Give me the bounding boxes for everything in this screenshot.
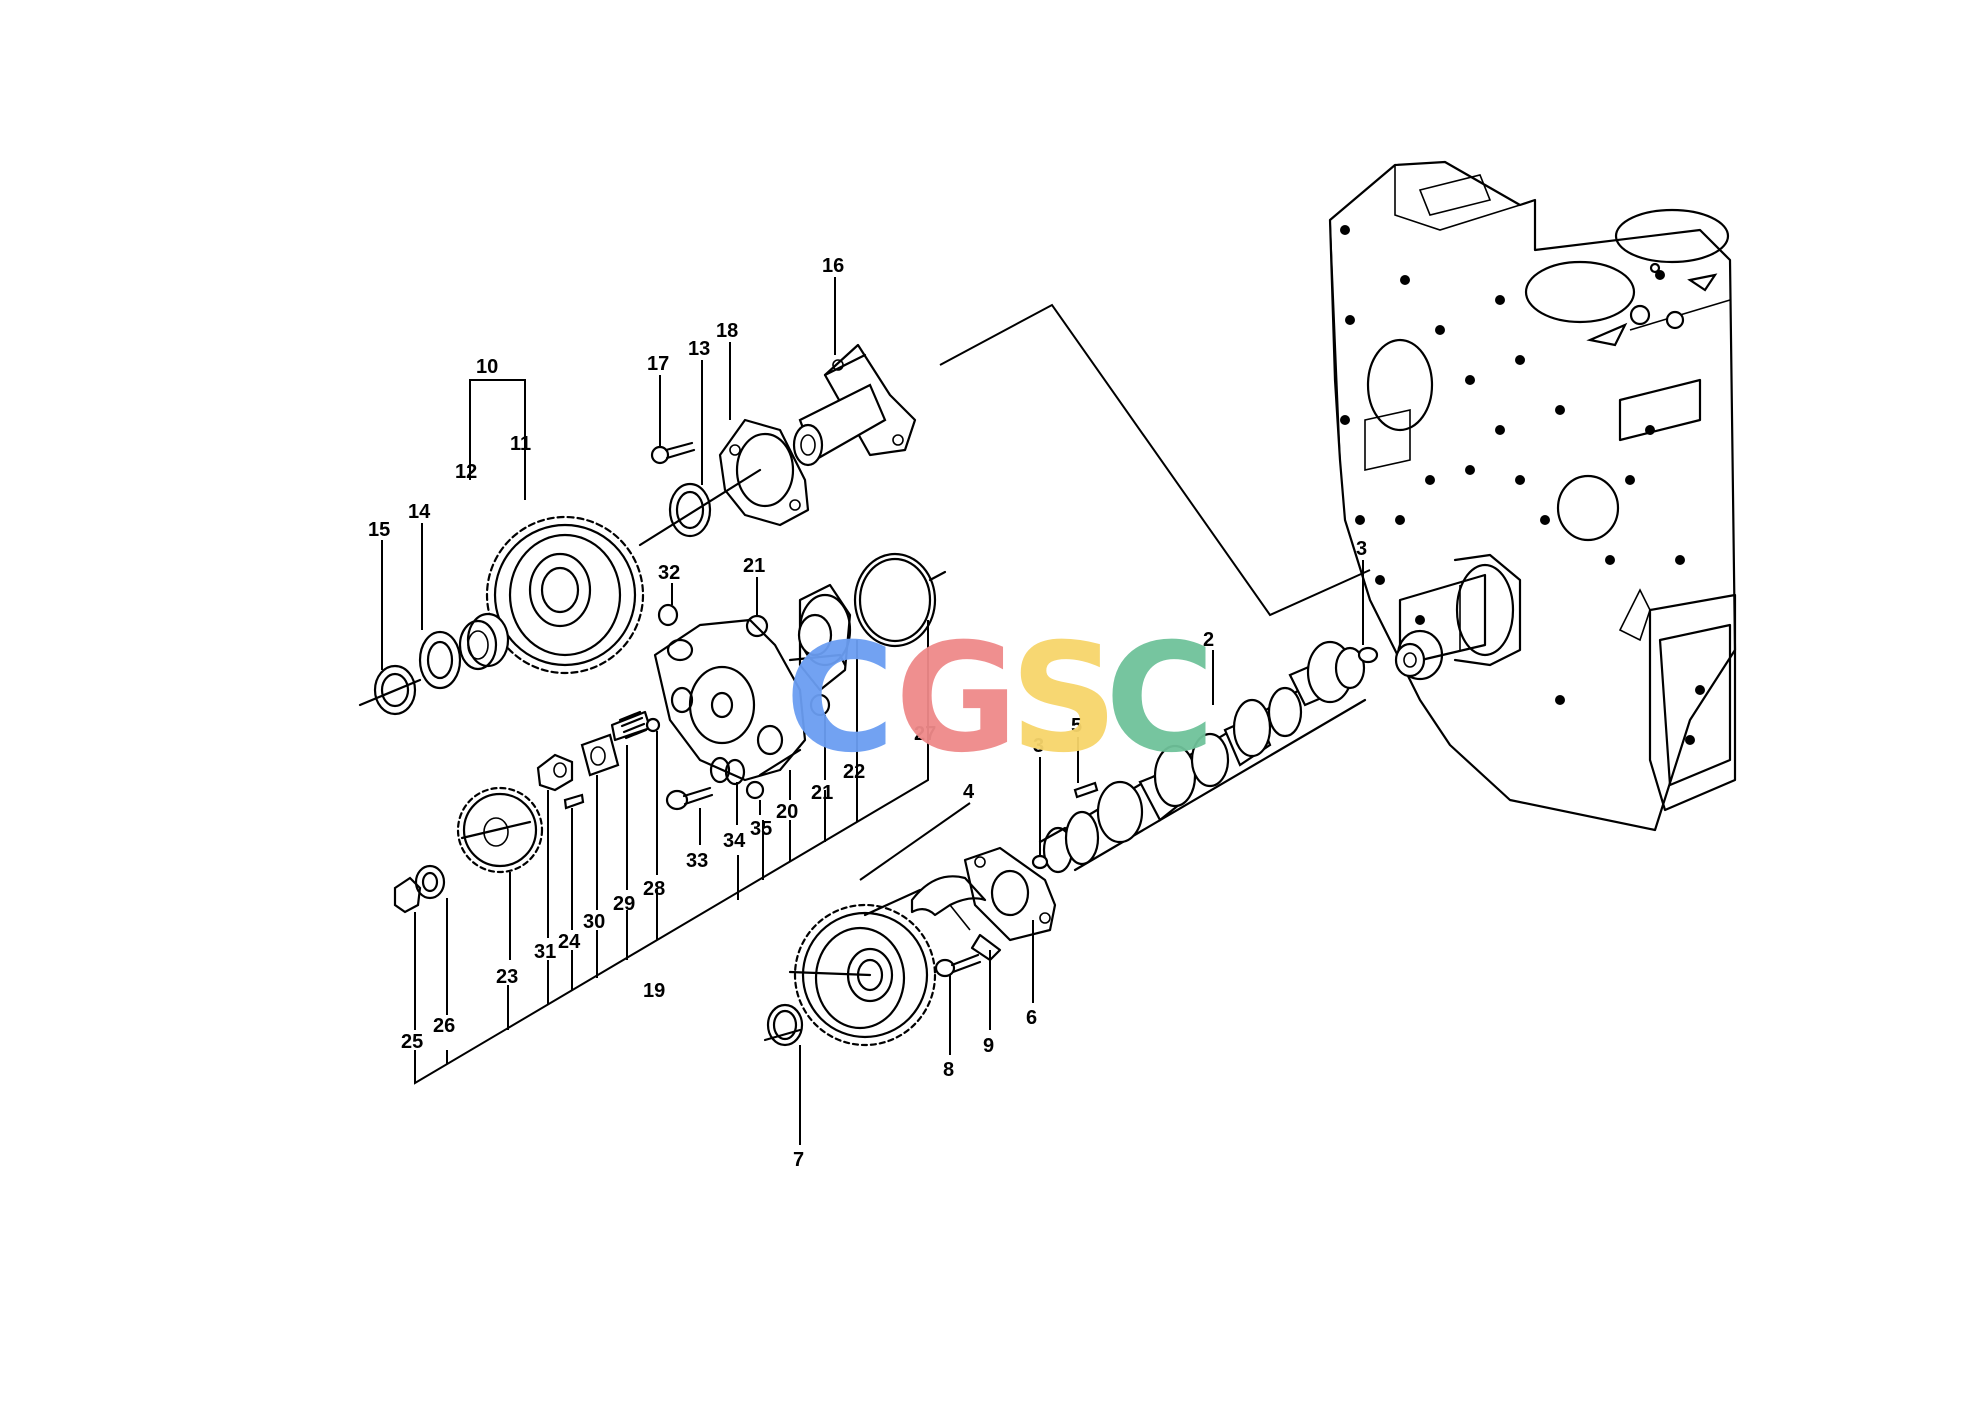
- idler-bushing-12: [458, 612, 510, 671]
- callout-17: 17: [647, 353, 669, 375]
- o-ring-large-22: [853, 552, 947, 648]
- o-ring-13: [668, 482, 712, 538]
- circlip-15: [358, 664, 422, 716]
- bolt-8: [934, 953, 982, 978]
- circlip-7: [763, 1003, 804, 1047]
- callout-27: 27: [914, 723, 936, 745]
- watermark-letter-4: C: [1105, 612, 1215, 786]
- callout-11: 11: [510, 433, 531, 455]
- callout-7: 7: [793, 1149, 804, 1171]
- idler-gear: [485, 468, 762, 675]
- callout-13: 13: [688, 338, 710, 360]
- callout-20: 20: [776, 801, 798, 823]
- callout-9: 9: [983, 1035, 994, 1057]
- camshaft-bearing-boss: [1394, 553, 1522, 681]
- watermark: C G S C: [785, 612, 1215, 786]
- callout-29: 29: [613, 893, 635, 915]
- callout-16: 16: [822, 255, 844, 277]
- woodruff-key-5: [1073, 781, 1099, 799]
- callout-8: 8: [943, 1059, 954, 1081]
- callout-6: 6: [1026, 1007, 1037, 1029]
- plug-35: [745, 780, 765, 800]
- callout-26: 26: [433, 1015, 455, 1037]
- bolt-33: [665, 786, 714, 811]
- callout-18: 18: [716, 320, 738, 342]
- relief-valve-body-30: [580, 733, 620, 777]
- dowel-pin-3-left: [1031, 854, 1049, 870]
- callout-19: 19: [643, 980, 665, 1002]
- relief-valve-plug-31: [536, 753, 574, 792]
- callout-33: 33: [686, 850, 708, 872]
- callout-3-right: 3: [1356, 538, 1367, 560]
- thrust-washer-14: [418, 630, 462, 690]
- engine-block: [1328, 160, 1737, 832]
- washer-26: [414, 864, 446, 900]
- callout-32: 32: [658, 562, 680, 584]
- o-ring-21-bottom: [809, 693, 831, 717]
- callout-21-bottom: 21: [811, 782, 833, 804]
- camshaft: [1038, 640, 1367, 874]
- callout-25: 25: [401, 1031, 423, 1053]
- callout-15: 15: [368, 519, 390, 541]
- callout-10: 10: [476, 356, 498, 378]
- callout-30: 30: [583, 911, 605, 933]
- washer-34: [709, 756, 746, 786]
- watermark-letter-3: S: [1010, 612, 1118, 786]
- idler-shaft: [792, 343, 917, 467]
- callout-labels: 2 3 3 4 5 6 7 8 9 10 11 12 13 14 15 16 1…: [368, 255, 1367, 1171]
- callout-28: 28: [643, 878, 665, 900]
- callout-2: 2: [1203, 629, 1214, 651]
- nut-25: [393, 876, 422, 914]
- engine-block-bolt-holes: [1340, 225, 1705, 745]
- key-24: [563, 793, 585, 810]
- watermark-letter-2: G: [895, 612, 1018, 786]
- callout-31: 31: [534, 941, 556, 963]
- plug-32: [657, 603, 679, 627]
- bolt-17: [650, 441, 696, 465]
- watermark-letter-1: C: [785, 612, 895, 786]
- callout-14: 14: [408, 501, 431, 523]
- oil-pump-rotor: [788, 583, 852, 692]
- callout-4: 4: [963, 781, 975, 803]
- callout-21-top: 21: [743, 555, 765, 577]
- dowel-pin-3-right: [1357, 646, 1379, 664]
- relief-valve-ball-28: [645, 717, 661, 733]
- callout-24: 24: [558, 931, 581, 953]
- callout-22: 22: [843, 761, 865, 783]
- callout-34: 34: [723, 830, 746, 852]
- relief-valve-spring-29: [610, 710, 652, 742]
- callout-3-left: 3: [1033, 735, 1044, 757]
- oil-pump-housing: [653, 618, 807, 782]
- gasket-18: [718, 418, 810, 527]
- callout-35: 35: [750, 818, 772, 840]
- callout-5: 5: [1071, 715, 1082, 737]
- callout-23: 23: [496, 966, 518, 988]
- camshaft-gear: [788, 888, 937, 1047]
- callout-12: 12: [455, 461, 477, 483]
- leader-lines: [381, 277, 1371, 1145]
- oil-pump-gear: [456, 786, 544, 874]
